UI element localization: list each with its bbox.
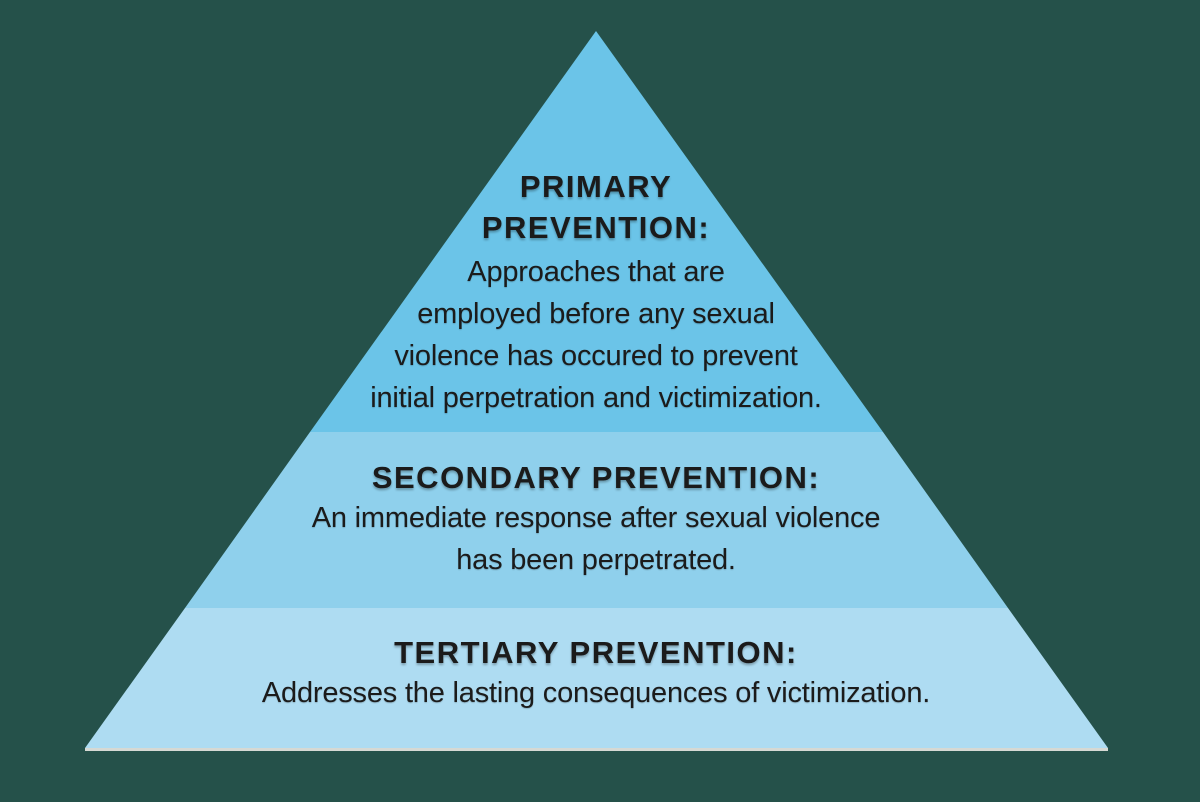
body-line: initial perpetration and victimization. (370, 382, 822, 414)
body-line: Addresses the lasting consequences of vi… (261, 677, 931, 709)
tier-tertiary-heading: TERTIARY PREVENTION: (394, 632, 798, 673)
body-line: has been perpetrated. (456, 544, 736, 576)
body-line: An immediate response after sexual viole… (311, 502, 881, 534)
tier-secondary-heading-line: SECONDARY PREVENTION: (371, 460, 821, 495)
tier-primary-shape (310, 31, 883, 432)
tier-primary-heading: PRIMARY PREVENTION: (482, 166, 710, 248)
body-line: employed before any sexual (417, 298, 775, 330)
tier-primary-heading-line: PREVENTION: (481, 210, 711, 245)
tier-primary-body: Approaches that are employed before any … (370, 251, 822, 419)
body-line: violence has occured to prevent (394, 340, 798, 372)
tier-secondary-heading: SECONDARY PREVENTION: (372, 457, 820, 498)
tier-primary-heading-line: PRIMARY (519, 169, 673, 204)
tier-tertiary-shape (85, 608, 1108, 748)
tier-secondary-shape (185, 432, 1008, 608)
tier-tertiary-heading-line: TERTIARY PREVENTION: (394, 635, 798, 670)
body-line: Approaches that are (467, 256, 725, 288)
tier-tertiary-body: Addresses the lasting consequences of vi… (262, 672, 930, 714)
tier-secondary-body: An immediate response after sexual viole… (311, 497, 881, 581)
